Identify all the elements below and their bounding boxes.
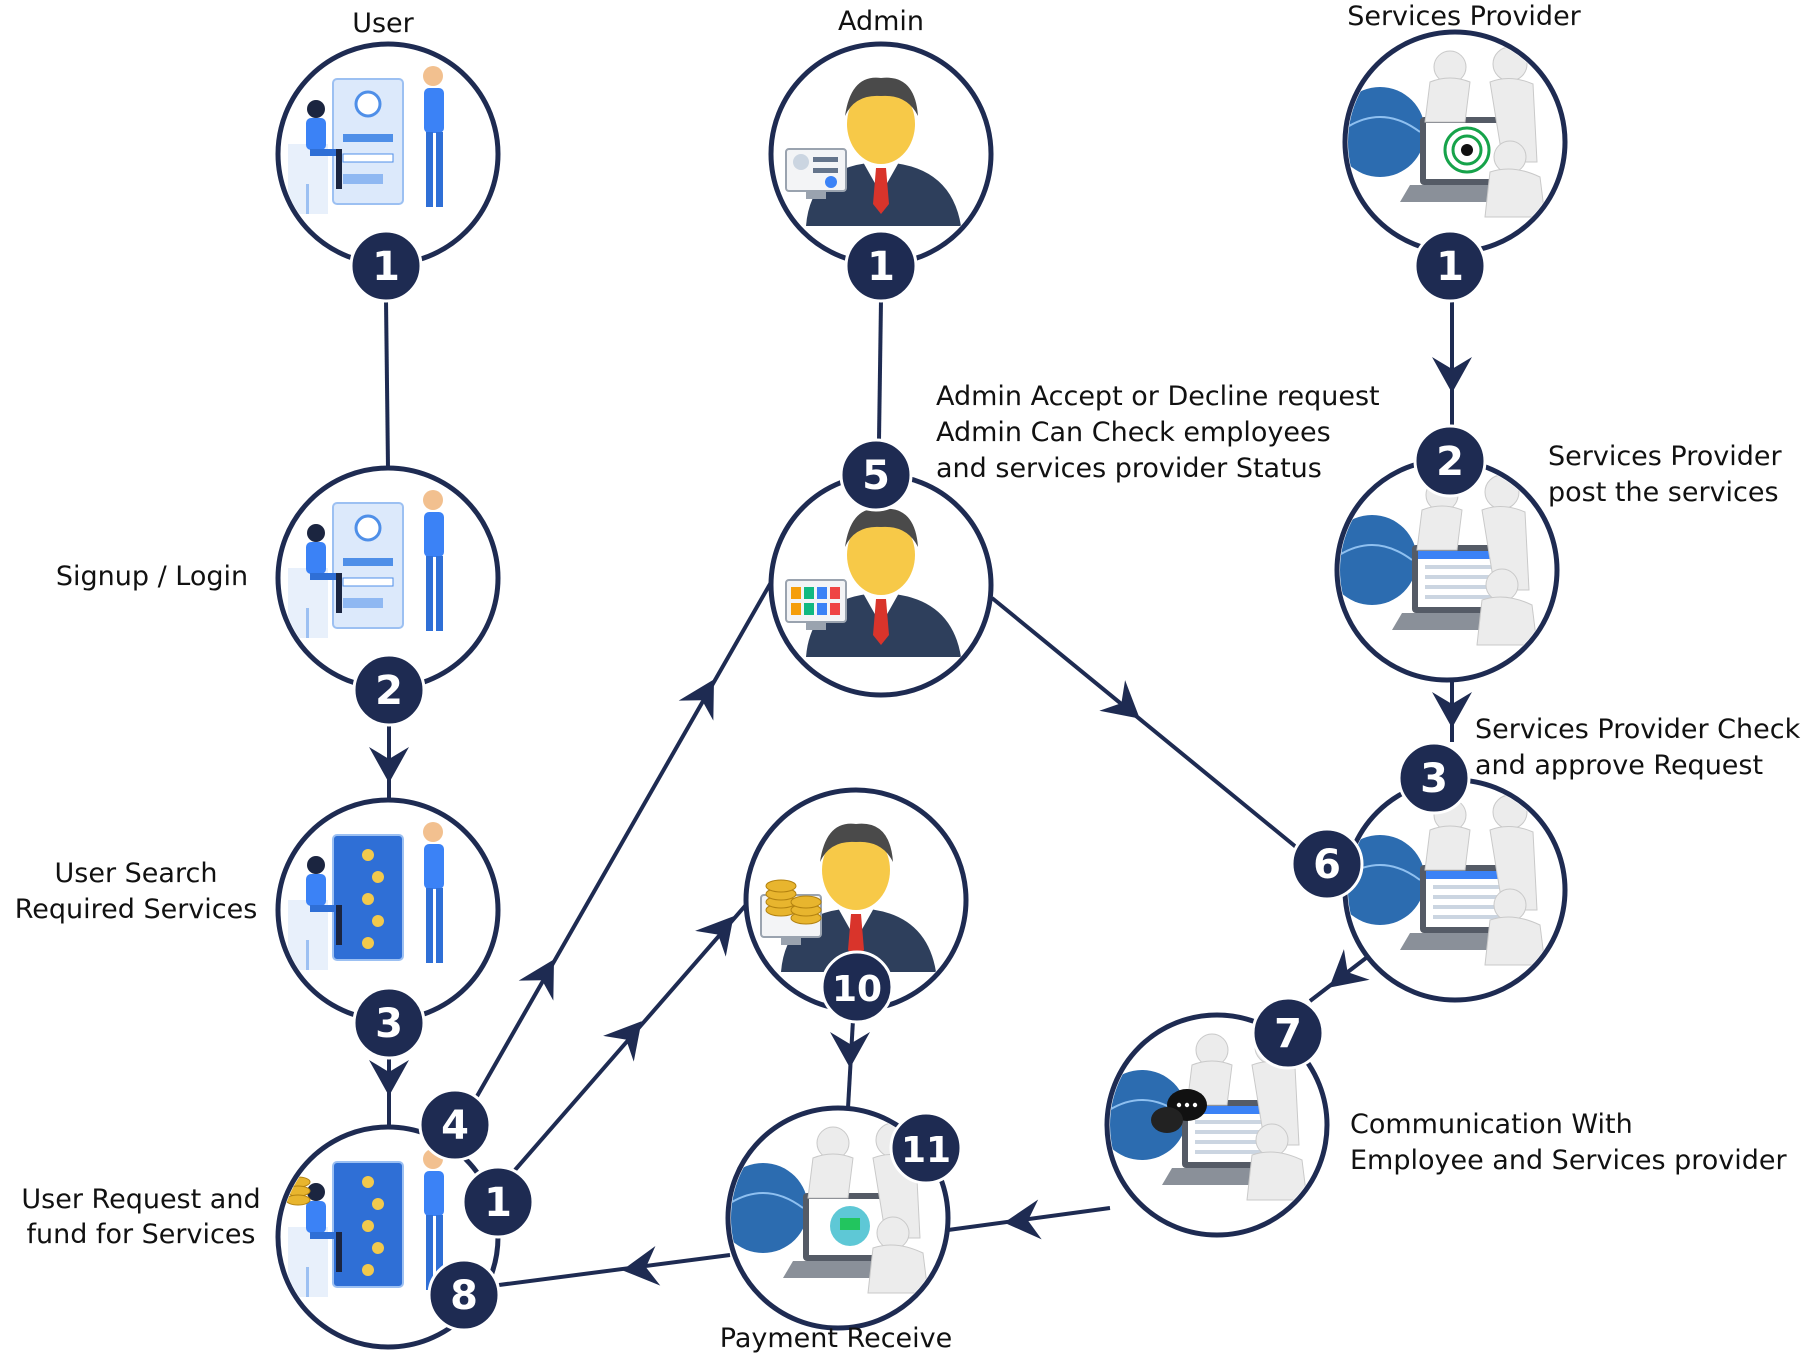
svg-text:2: 2 [375, 668, 403, 714]
svg-text:3: 3 [375, 1001, 403, 1047]
node-user-signup [275, 465, 501, 691]
svg-text:11: 11 [901, 1130, 951, 1171]
node-admin-payment [743, 787, 969, 1013]
edge-request-to-admin-review [474, 569, 780, 1099]
svg-text:3: 3 [1420, 756, 1448, 802]
admin-accept-line1: Admin Accept or Decline request [936, 381, 1380, 412]
node-user-login [275, 41, 501, 267]
node-illustration-user [288, 490, 444, 638]
svg-text:1: 1 [1436, 244, 1464, 290]
edge-request-to-admin-payment [513, 873, 774, 1172]
node-admin-review [768, 472, 994, 698]
arrowhead-provider-check-to-communication [1329, 949, 1370, 988]
step-badge-user-signup-2: 2 [352, 653, 426, 727]
edge-admin-1-to-5 [877, 299, 883, 441]
provider-check-line1: Services Provider Check [1475, 714, 1801, 745]
node-communication [1104, 1012, 1330, 1238]
arrowhead-provider-1-to-2 [1432, 357, 1472, 393]
step-badge-provider-top-1: 1 [1413, 229, 1487, 303]
step-badge-provider-check-6: 6 [1290, 827, 1364, 901]
communication-line2: Employee and Services provider [1350, 1145, 1788, 1176]
arrowhead-request-to-admin-payment-2 [695, 916, 734, 957]
provider-post-line2: post the services [1548, 477, 1779, 508]
arrowhead-communication-to-payment [1004, 1199, 1042, 1240]
arrowhead-provider-2-to-3 [1432, 692, 1472, 728]
node-ring [1104, 1012, 1330, 1238]
payment-label: Payment Receive [720, 1323, 953, 1354]
node-ring [725, 1105, 951, 1331]
search-label-line1: User Search [55, 858, 218, 889]
node-illustration-admin-coins [760, 823, 936, 972]
edge-user-1-to-2 [384, 299, 390, 469]
step-badge-payment-receive-11: 11 [889, 1111, 963, 1185]
step-badge-user-request-1: 1 [461, 1165, 535, 1239]
admin-accept-line3: and services provider Status [936, 453, 1322, 484]
user-column-title: User [352, 8, 414, 39]
svg-text:10: 10 [832, 969, 882, 1010]
svg-text:1: 1 [372, 244, 400, 290]
arrowhead-user-2-to-3 [369, 747, 409, 783]
arrowhead-request-to-admin-review-2 [678, 679, 714, 721]
node-admin-top [768, 41, 994, 267]
node-illustration-user [288, 66, 444, 214]
node-illustration-admin-review [785, 508, 961, 657]
step-badge-user-login-1: 1 [349, 229, 423, 303]
arrowheads [369, 357, 1472, 1286]
step-badge-provider-check-3: 3 [1397, 741, 1471, 815]
step-badge-user-search-3: 3 [352, 986, 426, 1060]
provider-column-title: Services Provider [1347, 1, 1581, 32]
node-illustration-admin [785, 77, 961, 226]
step-badge-communication-7: 7 [1251, 996, 1325, 1070]
node-illustration-provider [1348, 46, 1546, 218]
node-provider-check [1342, 777, 1568, 1003]
provider-post-line1: Services Provider [1548, 441, 1782, 472]
arrowhead-request-to-admin-payment-1 [603, 1021, 642, 1062]
nodes [275, 29, 1568, 1350]
arrowhead-admin-payment-to-payment [830, 1032, 870, 1068]
arrowhead-user-3-to-4 [369, 1060, 409, 1096]
step-badge-user-request-4: 4 [418, 1088, 492, 1162]
step-badge-admin-top-1: 1 [844, 229, 918, 303]
svg-text:4: 4 [441, 1103, 469, 1149]
step-badge-user-request-8: 8 [427, 1258, 501, 1332]
arrowhead-payment-to-user-request [622, 1245, 661, 1286]
arrowhead-request-to-admin-review-1 [518, 959, 554, 1001]
provider-check-line2: and approve Request [1475, 750, 1763, 781]
node-illustration-provider [1348, 794, 1546, 966]
admin-accept-line2: Admin Can Check employees [936, 417, 1331, 448]
svg-text:7: 7 [1274, 1011, 1302, 1057]
step-badge-provider-post-2: 2 [1413, 424, 1487, 498]
edge-payment-to-user-request [498, 1253, 731, 1287]
request-label-line2: fund for Services [26, 1219, 255, 1250]
step-badge-admin-payment-10: 10 [820, 950, 894, 1024]
request-label-line1: User Request and [21, 1184, 260, 1215]
svg-text:1: 1 [867, 244, 895, 290]
svg-text:5: 5 [862, 453, 890, 499]
arrowhead-admin-review-to-provider-check [1099, 680, 1140, 719]
svg-text:1: 1 [484, 1180, 512, 1226]
signup-label: Signup / Login [56, 561, 248, 592]
node-provider-post [1334, 457, 1560, 683]
node-illustration-user-search [288, 822, 444, 970]
search-label-line2: Required Services [15, 894, 258, 925]
edge-admin-review-to-provider-check [990, 596, 1298, 849]
node-illustration-provider-chat [1110, 1029, 1308, 1201]
svg-text:2: 2 [1436, 439, 1464, 485]
step-badge-admin-review-5: 5 [839, 438, 913, 512]
svg-text:6: 6 [1313, 842, 1341, 888]
edge-communication-to-payment [947, 1206, 1111, 1232]
admin-column-title: Admin [838, 6, 924, 37]
node-provider-top [1342, 29, 1568, 255]
node-illustration-user-request [285, 1149, 444, 1297]
svg-text:8: 8 [450, 1273, 478, 1319]
communication-line1: Communication With [1350, 1109, 1633, 1140]
